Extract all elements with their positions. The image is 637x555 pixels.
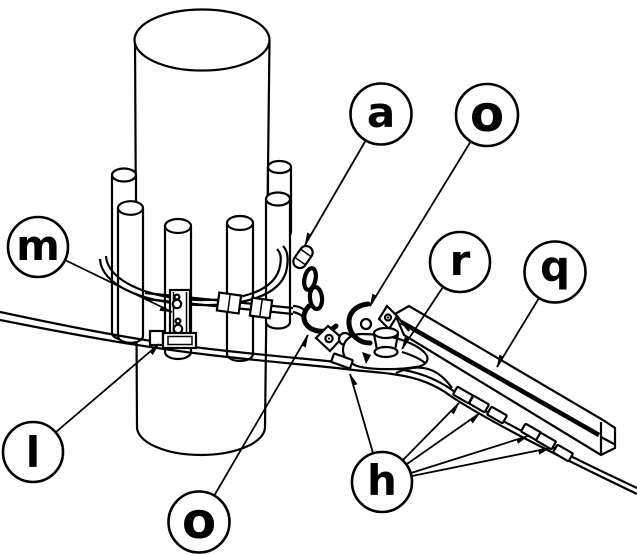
callout-o-upper-letter: o — [470, 85, 504, 143]
leader-h-4 — [410, 435, 528, 474]
conduit-front-right — [225, 214, 255, 363]
leader-lines — [55, 139, 550, 497]
spool-bolt — [372, 326, 400, 359]
leader-o-upper — [369, 140, 472, 307]
callout-q-circle — [523, 240, 587, 304]
callout-o-lower: o — [167, 490, 231, 554]
callout-a: a — [349, 82, 413, 146]
closure-device — [393, 304, 617, 457]
cable-seat-curve — [395, 366, 453, 389]
callout-r-letter: r — [450, 236, 471, 285]
callouts: a o m r q l o h — [1, 82, 587, 554]
callout-m: m — [6, 215, 70, 279]
cable-clamp-3 — [486, 405, 508, 425]
cable-clamp-5 — [535, 431, 557, 451]
conduit-left-front — [116, 200, 145, 344]
callout-o-lower-letter: o — [182, 492, 216, 550]
callout-a-circle — [349, 82, 413, 146]
cable-lower-line — [0, 318, 637, 495]
cable-clamp-2 — [468, 394, 490, 414]
callout-o-lower-circle — [167, 490, 231, 554]
band-buckle — [292, 244, 314, 270]
clevis-c — [346, 301, 373, 346]
callout-q-letter: q — [540, 242, 570, 291]
riser-conduits — [110, 159, 293, 363]
cable-clamp-6 — [552, 443, 574, 463]
socket-ball — [359, 317, 373, 331]
pole-top — [133, 8, 271, 72]
callout-l-circle — [1, 420, 65, 484]
leader-m — [64, 259, 172, 313]
callout-o-upper: o — [454, 82, 520, 148]
chain-link-2 — [307, 284, 325, 312]
cable-clamp-0 — [330, 352, 354, 370]
chain-link-1 — [302, 266, 318, 292]
spool-flange — [373, 345, 399, 359]
callout-m-letter: m — [16, 221, 60, 270]
callout-o-upper-circle — [454, 82, 520, 148]
callout-h-letter: h — [367, 456, 397, 505]
leader-l — [55, 343, 160, 433]
callout-m-circle — [6, 215, 70, 279]
leader-q — [496, 297, 540, 368]
leader-o-lower — [213, 334, 309, 497]
cable-clamps — [330, 352, 574, 463]
callout-l: l — [1, 420, 65, 484]
leader-a — [304, 139, 367, 246]
hanger-strip — [148, 288, 198, 350]
spool-cap — [372, 326, 400, 340]
leader-h-3 — [406, 412, 481, 465]
device-top-ridge — [399, 320, 601, 437]
callout-l-letter: l — [26, 428, 40, 477]
leader-r — [401, 286, 444, 350]
leader-h-5 — [411, 448, 550, 477]
clamp-groove-shadow — [362, 352, 371, 364]
callout-h-circle — [350, 450, 414, 514]
callout-a-letter: a — [367, 88, 395, 137]
cable-keeper-small — [148, 329, 165, 347]
conduit-right-front — [264, 191, 292, 330]
callout-r: r — [428, 230, 492, 294]
callout-r-circle — [428, 230, 492, 294]
callout-q: q — [523, 240, 587, 304]
band-splice-block-1 — [215, 291, 243, 315]
chain-assembly — [292, 244, 339, 334]
leader-h-1 — [350, 374, 374, 454]
clevis-socket-upper — [346, 301, 373, 346]
leader-h-2 — [402, 402, 460, 461]
callout-h: h — [350, 450, 414, 514]
band-splice-block-2 — [248, 296, 274, 320]
